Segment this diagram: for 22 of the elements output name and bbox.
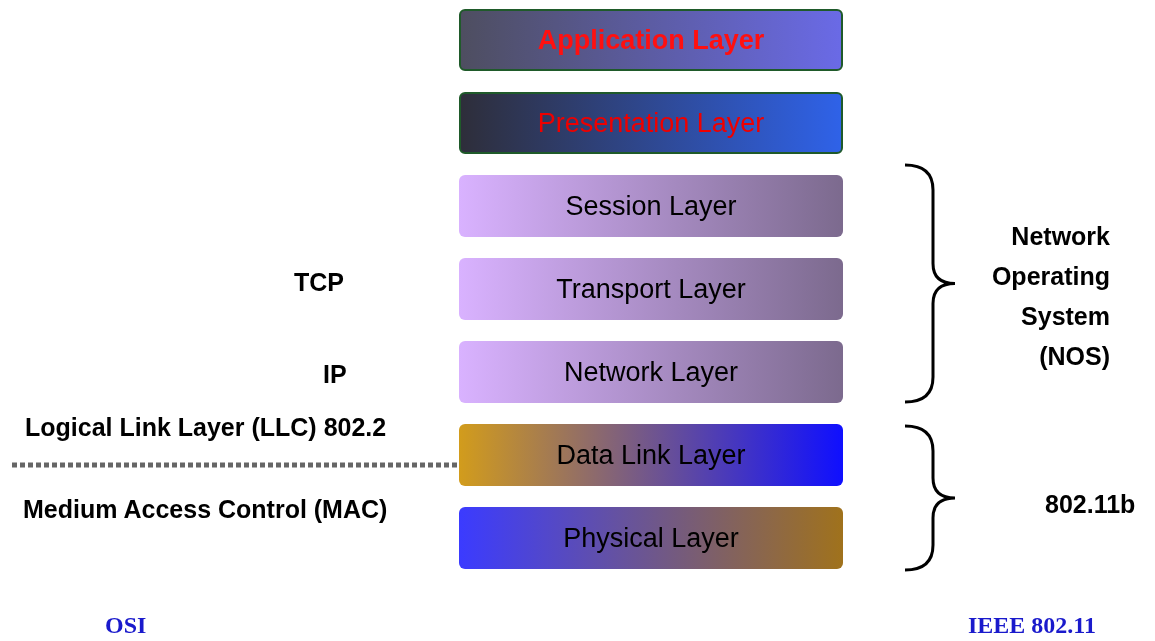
layer-label: TCP [294,268,344,297]
layer-box [459,424,843,486]
layer-name: Transport Layer [556,273,746,305]
layer-name: Presentation Layer [537,107,765,139]
layer-label: Logical Link Layer (LLC) 802.2 [25,413,387,442]
layer-box [459,341,843,403]
layer-label: 802.11b [1045,490,1136,519]
layer-label: Medium Access Control (MAC) [23,495,388,524]
layer-box [459,258,843,320]
layer-name: Network Layer [563,356,739,388]
layer-name: Physical Layer [563,522,739,554]
layer-label: IP [323,360,347,389]
layer-name: Application Layer [537,24,765,56]
layer-name: Data Link Layer [556,439,746,471]
layer-box [459,175,843,237]
model-caption: IEEE 802.11 [968,612,1097,639]
model-caption: OSI [105,612,147,639]
layer-name: Session Layer [565,190,737,222]
layer-box [459,92,843,154]
layer-label: Network Operating System (NOS) [990,221,1110,372]
layer-box [459,507,843,569]
layer-box [459,9,843,71]
